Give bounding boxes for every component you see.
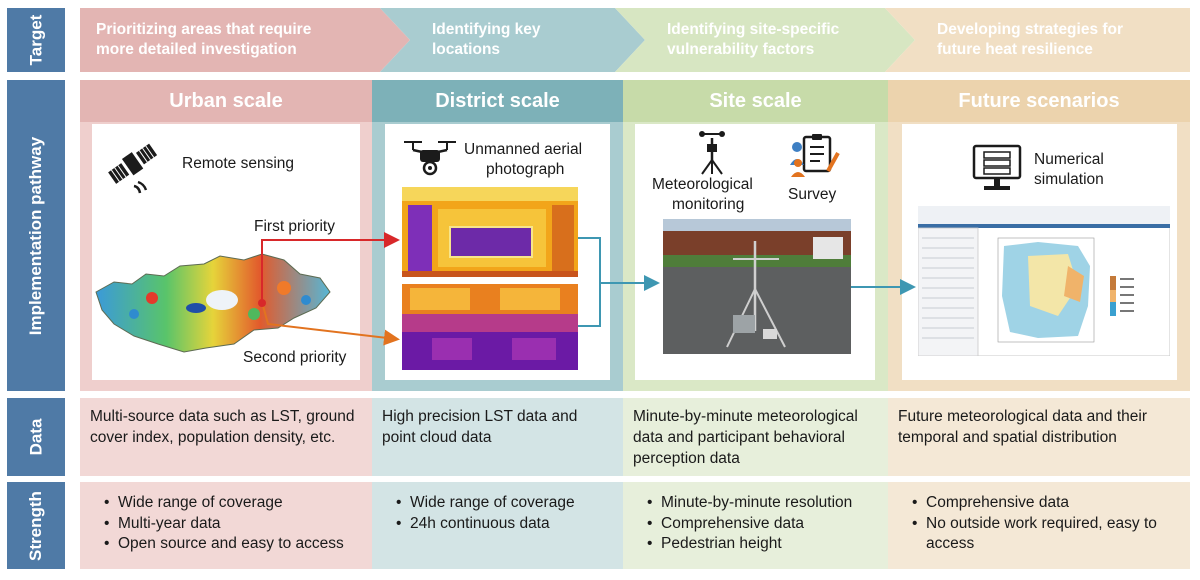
- column-title-district: District scale: [372, 80, 623, 122]
- strength-item: Comprehensive data: [912, 493, 1180, 514]
- column-title-future: Future scenarios: [888, 80, 1190, 122]
- strength-item: Wide range of coverage: [396, 493, 613, 514]
- site-photo-image: [663, 219, 851, 354]
- satellite-icon: [108, 143, 158, 194]
- strength-item: Comprehensive data: [647, 514, 878, 535]
- method-meteorological-line1: Meteorological: [652, 176, 753, 193]
- strength-cell-district: Wide range of coverage 24h continuous da…: [372, 482, 623, 569]
- strength-item: Multi-year data: [104, 514, 362, 535]
- data-cell-site: Minute-by-minute meteorological data and…: [623, 398, 888, 476]
- first-priority-label: First priority: [254, 218, 335, 235]
- second-priority-label: Second priority: [243, 349, 347, 366]
- strength-cell-future: Comprehensive data No outside work requi…: [888, 482, 1190, 569]
- strength-item: Minute-by-minute resolution: [647, 493, 878, 514]
- arrow-first-priority: [261, 232, 400, 302]
- data-cell-future: Future meteorological data and their tem…: [888, 398, 1190, 476]
- strength-item: Open source and easy to access: [104, 534, 362, 555]
- strength-item: 24h continuous data: [396, 514, 613, 535]
- row-label-implementation: Implementation pathway: [7, 80, 65, 391]
- column-title-urban: Urban scale: [80, 80, 372, 122]
- strength-item: Wide range of coverage: [104, 493, 362, 514]
- strength-cell-urban: Wide range of coverage Multi-year data O…: [80, 482, 372, 569]
- method-remote-sensing: Remote sensing: [182, 155, 295, 172]
- weather-station-icon: [699, 131, 725, 175]
- row-label-data: Data: [7, 398, 65, 476]
- method-uav-line1: Unmanned aerial: [464, 141, 583, 158]
- thermal-image-first: [402, 187, 578, 277]
- method-survey: Survey: [788, 186, 837, 203]
- arrow-district-to-site: [578, 237, 660, 327]
- method-numerical-line1: Numerical: [1034, 151, 1104, 168]
- survey-icon: [790, 134, 840, 177]
- lst-map-image: [95, 253, 331, 353]
- computer-icon: [972, 144, 1022, 190]
- column-title-site: Site scale: [623, 80, 888, 122]
- arrow-second-priority: [261, 301, 400, 346]
- priority-source-dot: [258, 299, 266, 307]
- simulation-screenshot-image: [918, 206, 1170, 356]
- method-meteorological-line2: monitoring: [672, 196, 745, 213]
- strength-cell-site: Minute-by-minute resolution Comprehensiv…: [623, 482, 888, 569]
- strength-item: Pedestrian height: [647, 534, 878, 555]
- data-cell-urban: Multi-source data such as LST, ground co…: [80, 398, 372, 476]
- drone-icon: [404, 141, 456, 176]
- thermal-image-second: [402, 284, 578, 370]
- strength-item: No outside work required, easy to access: [912, 514, 1180, 555]
- row-label-target: Target: [7, 8, 65, 72]
- data-cell-district: High precision LST data and point cloud …: [372, 398, 623, 476]
- method-uav-line2: photograph: [486, 161, 565, 178]
- method-numerical-line2: simulation: [1034, 171, 1104, 188]
- row-label-strength: Strength: [7, 482, 65, 569]
